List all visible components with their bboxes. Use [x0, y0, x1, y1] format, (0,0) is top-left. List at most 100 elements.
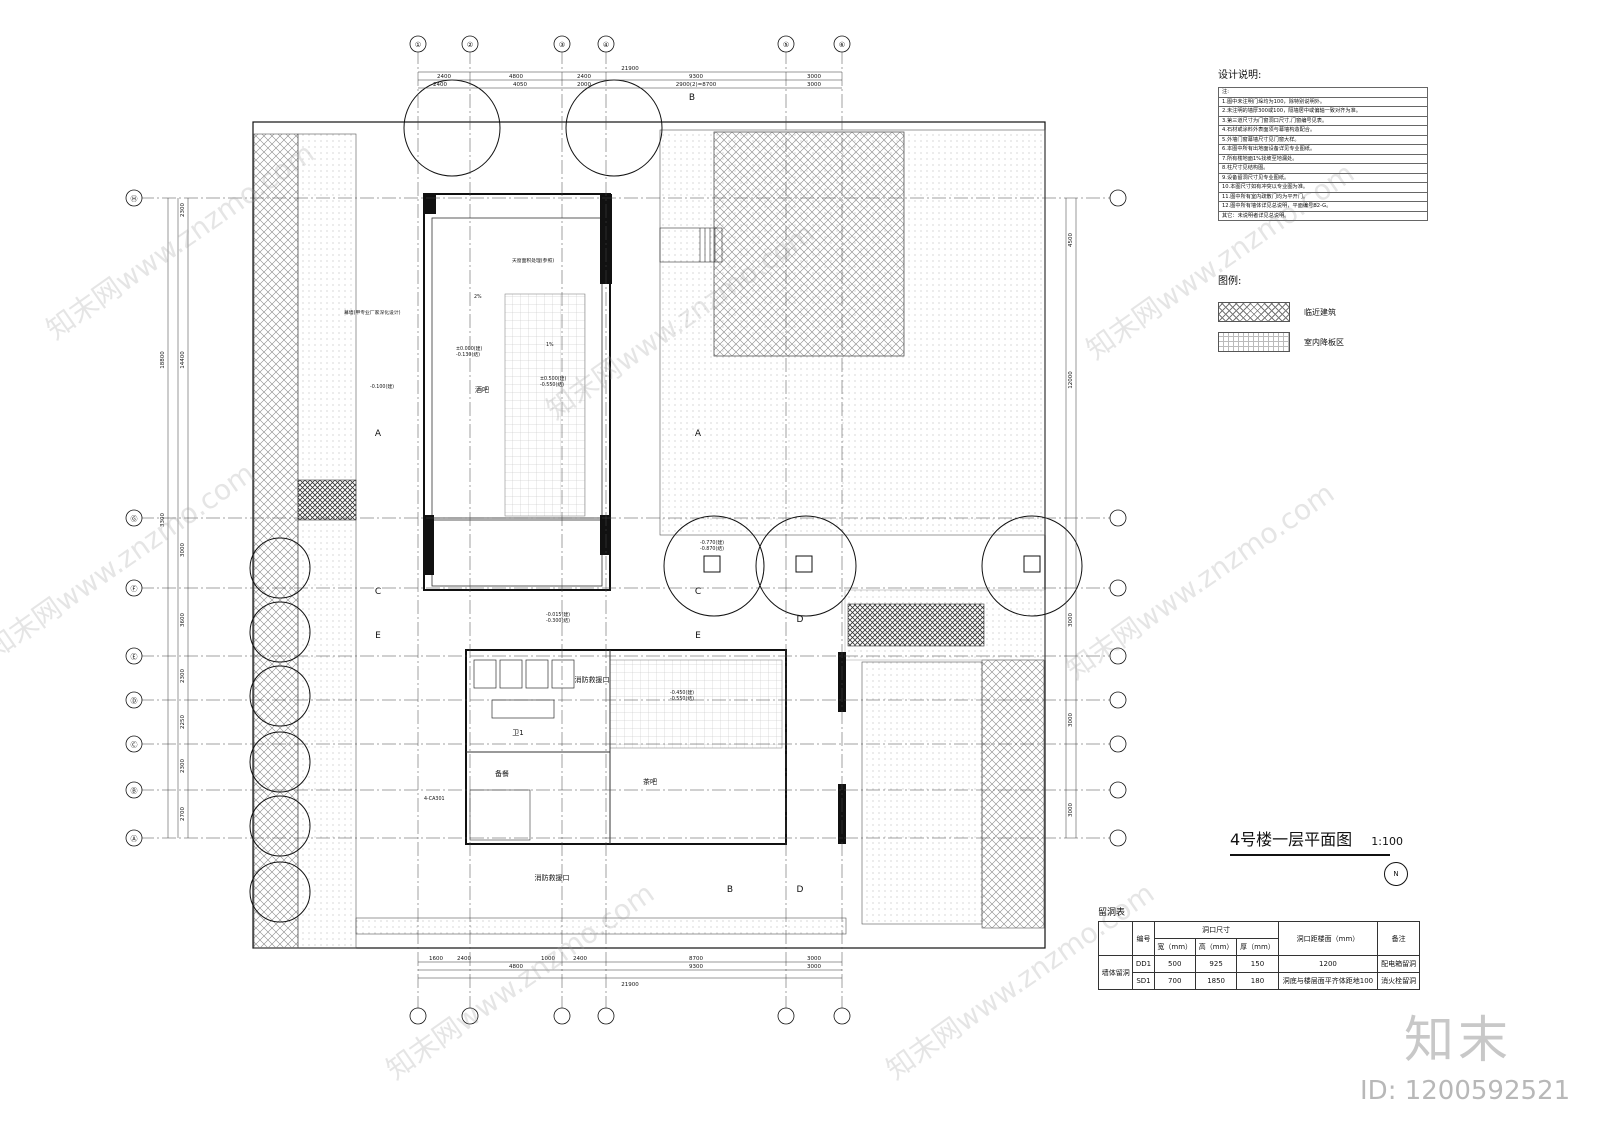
hole-header-cell: 高（mm）	[1194, 938, 1238, 956]
hole-schedule-table: 编号 洞口尺寸 洞口距楼面（mm） 备注 宽（mm） 高（mm） 厚（mm） 墙…	[1097, 921, 1420, 990]
right-mid-dotted	[844, 589, 1046, 661]
section-b-top: B	[689, 93, 695, 103]
legend-item-lowered-slab: 室内降板区	[1218, 331, 1438, 353]
watermark-id: ID: 1200592521	[1360, 1076, 1571, 1106]
hole-category-cell: 墙体留洞	[1097, 955, 1134, 990]
right-adjacent-building	[713, 131, 905, 357]
note-line: 2.未注明的墙厚300或100，隔墙居中或偏轴一致对齐为准。	[1218, 106, 1428, 117]
exterior-stair	[659, 227, 723, 263]
table-cell: 180	[1236, 972, 1279, 990]
room-kitchen: 备餐	[495, 769, 509, 778]
drawing-title: 4号楼一层平面图	[1230, 830, 1353, 849]
elev-9: -0.300(结)	[546, 617, 570, 624]
dim-top-5: 3000	[807, 74, 821, 80]
bar-skylight	[504, 293, 586, 517]
legend: 图例: 临近建筑 室内降板区	[1218, 272, 1438, 361]
table-row: SD1 700 1850 180 洞底与楼层面平齐体距地100 消火栓留洞	[1099, 972, 1420, 990]
note-line: 3.第三道尺寸为门窗洞口尺寸,门窗编号见表。	[1218, 115, 1428, 126]
room-toilet: 卫1	[512, 729, 523, 737]
toilet-stalls	[473, 659, 575, 719]
section-d-bottom: D	[797, 885, 804, 895]
elev-2: ±0.000(建)	[456, 345, 482, 352]
dimension-lines	[167, 71, 1077, 979]
note-line: 7.所有楼地面1%找坡至地漏处。	[1218, 153, 1428, 164]
dim-left-1: 2300	[180, 203, 186, 217]
hole-schedule-heading: 留洞表	[1098, 908, 1126, 918]
right-lower-dotted	[861, 661, 983, 925]
grid-label-top-6: ⑥	[839, 41, 845, 49]
dim-bottom-total: 21900	[621, 982, 639, 988]
table-row: 墙体留洞 DD1 500 925 150 1200 配电箱留洞	[1097, 955, 1420, 990]
dim-left-2: 14400	[180, 351, 186, 369]
elev-6: -0.770(建)	[700, 539, 724, 546]
tea-skylight	[609, 659, 783, 749]
section-d-top: D	[797, 615, 804, 625]
legend-item-adjacent-building: 临近建筑	[1218, 301, 1438, 323]
dim-right-2: 12000	[1068, 371, 1074, 389]
grid-bubbles-bottom	[409, 1007, 851, 1025]
grid-label-left-d: Ⓔ	[131, 653, 138, 661]
room-bar: 酒吧	[475, 386, 489, 394]
dim-bottom-1: 1600	[429, 956, 443, 962]
section-e-left: E	[375, 631, 381, 641]
grid-label-left-g: Ⓑ	[131, 787, 138, 795]
left-adjacent-building	[253, 133, 299, 949]
grid-label-left-a: Ⓗ	[131, 195, 138, 203]
right-lower-building	[981, 659, 1045, 929]
grid-label-top-5: ⑤	[783, 41, 789, 49]
legend-label: 室内降板区	[1304, 337, 1344, 347]
table-cell: 洞底与楼层面平齐体距地100	[1277, 972, 1379, 990]
dim-right-5: 3000	[1068, 803, 1074, 817]
grid-label-top-3: ③	[559, 41, 565, 49]
grid-label-top-4: ④	[603, 41, 609, 49]
hole-schedule: 留洞表 编号 洞口尺寸 洞口距楼面（mm） 备注 宽（mm） 高（mm） 厚（m…	[1097, 905, 1428, 990]
dim-bottom-5: 8700	[689, 956, 703, 962]
grid-bubbles-right	[1109, 189, 1127, 847]
grid-label-top-1: ①	[415, 41, 421, 49]
dim-bottom-r2-2: 9300	[689, 964, 703, 970]
grid-label-left-h: Ⓐ	[131, 835, 138, 843]
grid-label-top-2: ②	[467, 41, 473, 49]
hole-header-cell: 编号	[1132, 921, 1155, 956]
table-cell: DD1	[1132, 955, 1155, 973]
grid-label-left-b: Ⓖ	[131, 515, 138, 523]
dim-left-3: 3300	[160, 513, 166, 527]
design-notes-table: 注: 1.图中未注明门垛均为100，除特别说明外。 2.未注明的墙厚300或10…	[1218, 87, 1428, 221]
table-cell: 配电箱留洞	[1377, 955, 1420, 973]
table-cell: 150	[1236, 955, 1279, 973]
note-line: 注:	[1218, 87, 1428, 98]
left-dotted-strip	[297, 133, 357, 949]
section-c-right: C	[695, 587, 701, 597]
room-tea-bar: 茶吧	[643, 777, 657, 786]
design-notes-heading: 设计说明:	[1218, 70, 1262, 81]
table-cell: SD1	[1132, 972, 1155, 990]
note-line: 9.设备留洞尺寸见专业图纸。	[1218, 172, 1428, 183]
dim-left-5: 3600	[180, 613, 186, 627]
table-cell: 925	[1194, 955, 1238, 973]
elev-3: -0.130(结)	[456, 351, 480, 358]
grid-bubbles-top	[409, 35, 851, 53]
hole-header-cell: 备注	[1377, 921, 1420, 956]
grid-label-left-c: Ⓕ	[131, 585, 138, 593]
room-fire-door-2: 消防救援口	[535, 873, 570, 882]
section-e-right: E	[695, 631, 701, 641]
note-slope-2: 2%	[474, 294, 482, 300]
note-line: 11.图中所有室内疏散门均为平开门。	[1218, 191, 1428, 202]
legend-heading: 图例:	[1218, 276, 1242, 287]
design-notes: 设计说明: 注: 1.图中未注明门垛均为100，除特别说明外。 2.未注明的墙厚…	[1218, 66, 1428, 221]
dim-bottom-3: 1000	[541, 956, 555, 962]
north-arrow-icon: N	[1384, 862, 1408, 886]
dim-top-3: 2400	[577, 74, 591, 80]
elev-10: -0.450(建)	[670, 689, 694, 696]
hole-header-cell: 洞口尺寸	[1153, 921, 1279, 939]
trees-top	[403, 79, 663, 177]
dim-bottom-6: 3000	[807, 956, 821, 962]
grid-lines	[140, 50, 1112, 1010]
dim-bottom-4: 2400	[573, 956, 587, 962]
bottom-dotted-strip	[355, 917, 847, 935]
grid-bubbles-left	[125, 189, 143, 847]
dim-top-4: 9300	[689, 74, 703, 80]
elev-8: -0.015(建)	[546, 611, 570, 618]
note-line: 5.外墙门窗幕墙尺寸见门窗大样。	[1218, 134, 1428, 145]
